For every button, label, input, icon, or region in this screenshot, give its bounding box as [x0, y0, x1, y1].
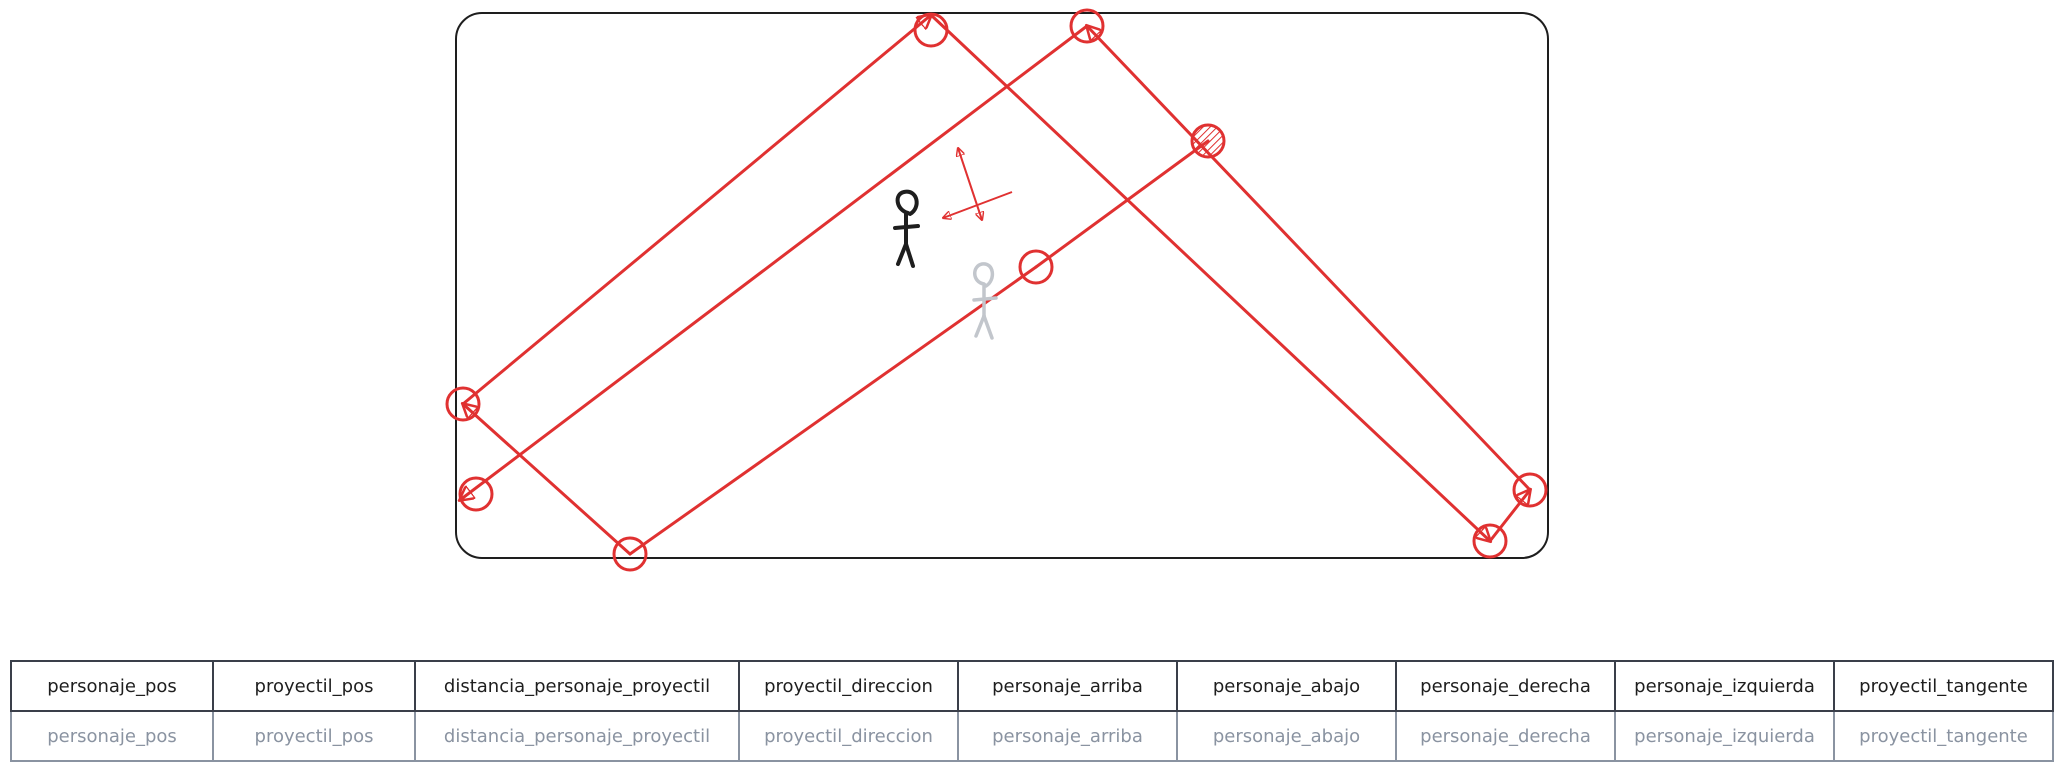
header-cell-proyectil-pos: proyectil_pos — [212, 660, 416, 712]
projectile-start-marker — [1190, 123, 1226, 159]
vertical-direction-arrow — [958, 148, 982, 220]
bounce-point — [913, 12, 949, 48]
bounce-point — [1512, 472, 1548, 508]
trajectory-segment — [461, 15, 931, 406]
bounce-point — [445, 386, 481, 422]
direction-arrows — [943, 148, 1013, 220]
bounce-point — [612, 536, 648, 572]
value-cell-proyectil-direccion: proyectil_direccion — [738, 710, 959, 762]
trajectory-segment — [463, 404, 632, 556]
table-header-row: personaje_pos proyectil_pos distancia_pe… — [10, 660, 2054, 712]
bounce-point — [1472, 523, 1508, 559]
trajectory-segment — [460, 24, 1089, 500]
value-cell-proyectil-tangente: proyectil_tangente — [1833, 710, 2054, 762]
play-area-frame — [455, 12, 1549, 559]
header-cell-personaje-derecha: personaje_derecha — [1395, 660, 1616, 712]
header-cell-personaje-abajo: personaje_abajo — [1176, 660, 1397, 712]
value-cell-personaje-derecha: personaje_derecha — [1395, 710, 1616, 762]
trajectory-segment — [1034, 139, 1210, 269]
bounce-points — [445, 8, 1548, 572]
trajectory-segment — [1488, 490, 1530, 543]
value-cell-personaje-izquierda: personaje_izquierda — [1614, 710, 1835, 762]
header-cell-proyectil-tangente: proyectil_tangente — [1833, 660, 2054, 712]
bounce-point — [458, 476, 494, 512]
header-cell-proyectil-direccion: proyectil_direccion — [738, 660, 959, 712]
value-cell-personaje-abajo: personaje_abajo — [1176, 710, 1397, 762]
features-table: personaje_pos proyectil_pos distancia_pe… — [10, 660, 2054, 762]
character-ghost — [972, 262, 998, 340]
bounce-point — [1069, 8, 1105, 44]
trajectory-segment — [929, 13, 1490, 541]
horizontal-direction-arrow — [943, 191, 1013, 218]
value-cell-proyectil-pos: proyectil_pos — [212, 710, 416, 762]
character — [893, 189, 920, 268]
value-cell-distancia-personaje-proyectil: distancia_personaje_proyectil — [414, 710, 740, 762]
header-cell-distancia-personaje-proyectil: distancia_personaje_proyectil — [414, 660, 740, 712]
bounce-diagram — [445, 8, 1549, 572]
trajectory-segment — [628, 265, 1038, 556]
bounce-point — [1018, 249, 1054, 285]
header-cell-personaje-pos: personaje_pos — [10, 660, 214, 712]
value-cell-personaje-arriba: personaje_arriba — [957, 710, 1178, 762]
trajectory-segment — [1087, 26, 1532, 492]
header-cell-personaje-arriba: personaje_arriba — [957, 660, 1178, 712]
projectile-trajectory — [460, 13, 1532, 556]
header-cell-personaje-izquierda: personaje_izquierda — [1614, 660, 1835, 712]
value-cell-personaje-pos: personaje_pos — [10, 710, 214, 762]
table-value-row: personaje_pos proyectil_pos distancia_pe… — [10, 710, 2054, 762]
